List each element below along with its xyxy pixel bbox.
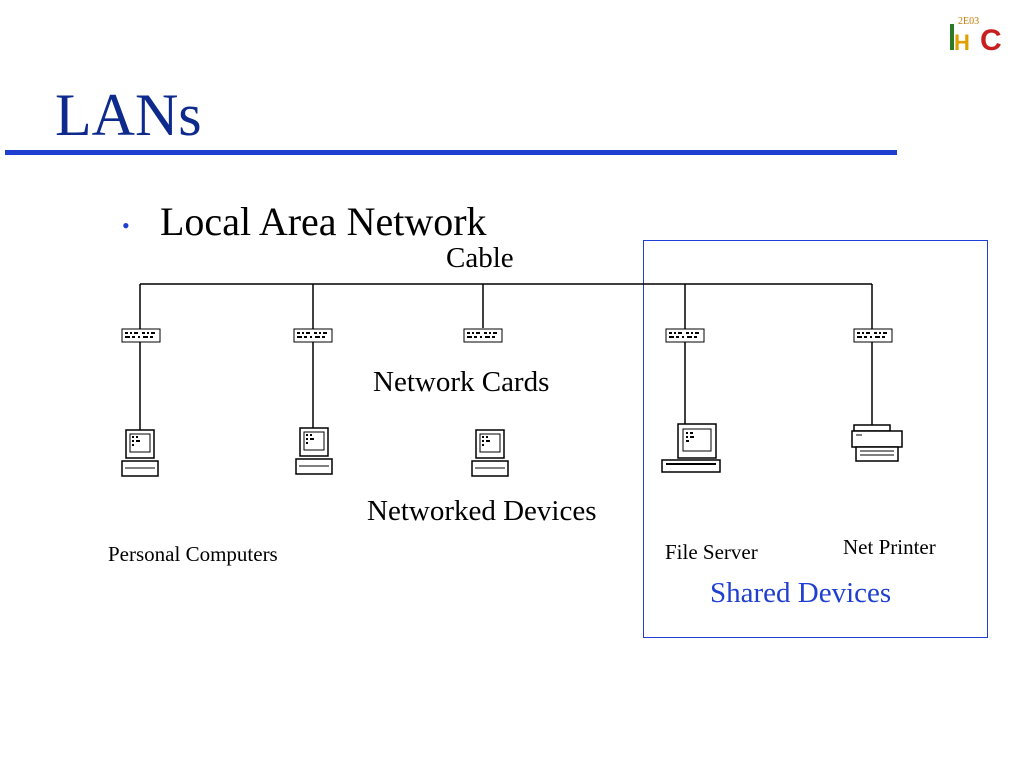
network-card-icon (665, 328, 705, 343)
cable-label: Cable (446, 242, 514, 274)
networked-devices-label: Networked Devices (367, 495, 597, 527)
desktop-computer-icon (121, 429, 159, 477)
network-card-icon (853, 328, 893, 343)
shared-devices-box (643, 240, 988, 638)
network-cards-label: Network Cards (373, 366, 550, 398)
svg-text:2E03: 2E03 (958, 16, 979, 27)
net-printer-label: Net Printer (843, 535, 936, 559)
svg-text:C: C (980, 24, 1002, 56)
personal-computers-label: Personal Computers (108, 542, 278, 566)
svg-text:H: H (954, 30, 970, 55)
server-computer-icon (661, 423, 721, 473)
shared-devices-label: Shared Devices (710, 577, 892, 609)
desktop-computer-icon (471, 429, 509, 477)
bullet-text: Local Area Network (160, 199, 487, 244)
slide-title: LANs (55, 82, 202, 148)
ihc-logo: 2E03 H C (948, 12, 1008, 57)
title-underline (5, 150, 897, 155)
network-card-icon (121, 328, 161, 343)
printer-icon (851, 424, 903, 462)
desktop-computer-icon (295, 427, 333, 475)
file-server-label: File Server (665, 540, 758, 564)
bullet-marker: • (122, 213, 130, 238)
network-card-icon (463, 328, 503, 343)
network-card-icon (293, 328, 333, 343)
